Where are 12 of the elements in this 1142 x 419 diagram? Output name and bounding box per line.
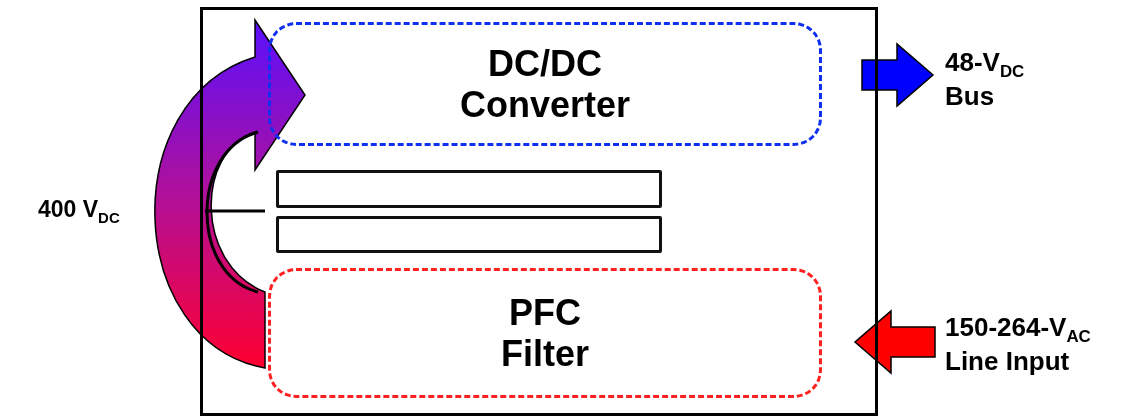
dashed-block	[268, 268, 822, 398]
block-title: PFC Filter	[500, 291, 590, 375]
dashed-block	[268, 22, 822, 146]
side-label: 48-V$_{DC}$ Bus	[945, 48, 1026, 112]
outer-box	[200, 7, 878, 416]
bar-box	[276, 216, 662, 253]
side-label: 150-264-V$_{AC}$ Line Input	[945, 313, 1092, 377]
bar-box	[276, 170, 662, 208]
block-title: DC/DC Converter	[458, 42, 632, 126]
block-arrow	[861, 42, 935, 108]
edge-label: 400 V$_{DC}$	[38, 196, 120, 226]
block-arrow	[853, 309, 936, 375]
